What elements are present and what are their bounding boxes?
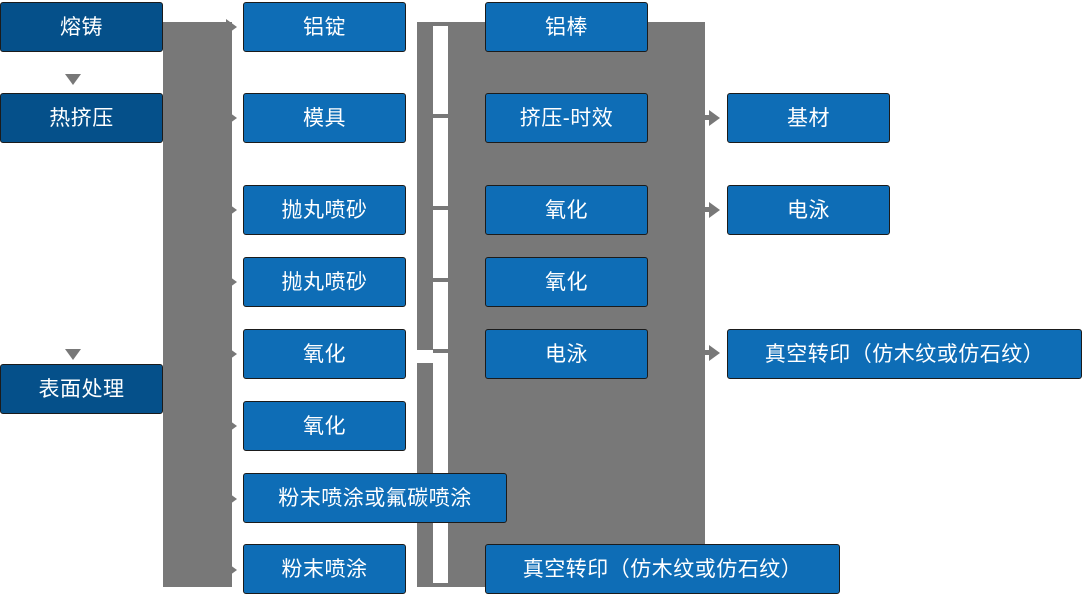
treatment-box-extrusion-aging[interactable]: 挤压-时效 (485, 93, 651, 146)
stage-box-melting[interactable]: 熔铸 (0, 2, 166, 55)
arrow-right-icon-op-6 (226, 418, 237, 434)
stage-box-extrusion[interactable]: 热挤压 (0, 93, 166, 146)
output-box-electrophoresis[interactable]: 电泳 (727, 185, 893, 238)
arrow-right-icon-op-3 (226, 202, 237, 218)
connector-tick-4 (433, 278, 449, 282)
arrow-down-icon-stage2 (65, 74, 81, 85)
arrow-right-icon-op-7 (226, 491, 237, 507)
arrow-right-icon-op-1 (226, 19, 237, 35)
operation-box-oxidation-2[interactable]: 氧化 (243, 401, 409, 454)
stage-label: 表面处理 (38, 377, 125, 401)
operation-box-shot-blasting-1[interactable]: 抛丸喷砂 (243, 185, 409, 238)
operation-box-oxidation-1[interactable]: 氧化 (243, 329, 409, 382)
operation-box-shot-blasting-2[interactable]: 抛丸喷砂 (243, 257, 409, 310)
arrow-right-icon-op-8 (226, 562, 237, 578)
arrow-right-icon-out-1 (709, 110, 720, 126)
connector-tick-6 (433, 583, 449, 587)
output-label: 真空转印（仿木纹或仿石纹） (764, 342, 1045, 366)
operation-label: 铝锭 (303, 15, 346, 39)
output-label: 基材 (787, 106, 830, 130)
treatment-label: 氧化 (545, 198, 588, 222)
treatment-box-electrophoresis[interactable]: 电泳 (485, 329, 651, 382)
connector-tick-5 (433, 349, 449, 353)
treatment-label: 挤压-时效 (519, 106, 614, 130)
operation-label: 粉末喷涂 (281, 557, 368, 581)
stage-label: 热挤压 (49, 106, 114, 130)
treatment-label: 真空转印（仿木纹或仿石纹） (522, 557, 803, 581)
connector-tick-1 (433, 22, 449, 26)
output-box-substrate[interactable]: 基材 (727, 93, 893, 146)
treatment-label: 铝棒 (545, 15, 588, 39)
connector-tick-3 (433, 206, 449, 210)
arrow-right-icon-op-5 (226, 346, 237, 362)
connector-stem-stage1-stage2 (163, 22, 183, 84)
arrow-right-icon-out-2 (709, 202, 720, 218)
connector-rail-middle-left-top (417, 22, 433, 350)
arrow-right-icon-op-4 (226, 274, 237, 290)
treatment-label: 电泳 (545, 342, 588, 366)
output-label: 电泳 (787, 198, 830, 222)
arrow-right-icon-out-3 (709, 345, 720, 361)
operation-box-mold[interactable]: 模具 (243, 93, 409, 146)
connector-left-edge (163, 356, 183, 587)
treatment-label: 氧化 (545, 270, 588, 294)
output-box-vacuum-transfer[interactable]: 真空转印（仿木纹或仿石纹） (727, 329, 1084, 382)
arrow-down-icon-stage3 (65, 349, 81, 360)
operation-label: 氧化 (303, 414, 346, 438)
operation-label: 粉末喷涂或氟碳喷涂 (278, 486, 472, 510)
stage-label: 熔铸 (60, 15, 103, 39)
operation-label: 抛丸喷砂 (281, 270, 368, 294)
treatment-box-aluminum-bar[interactable]: 铝棒 (485, 2, 651, 55)
arrow-right-icon-op-2 (226, 110, 237, 126)
operation-label: 模具 (303, 106, 346, 130)
operation-box-powder-coating[interactable]: 粉末喷涂 (243, 544, 409, 596)
treatment-box-oxidation-2[interactable]: 氧化 (485, 257, 651, 310)
stage-box-surface-treatment[interactable]: 表面处理 (0, 364, 166, 417)
treatment-box-vacuum-transfer[interactable]: 真空转印（仿木纹或仿石纹） (485, 544, 843, 596)
operation-box-powder-or-fluorocarbon-coating[interactable]: 粉末喷涂或氟碳喷涂 (243, 473, 510, 526)
operation-label: 氧化 (303, 342, 346, 366)
connector-stub-stage3 (163, 388, 187, 393)
operation-box-aluminum-ingot[interactable]: 铝锭 (243, 2, 409, 55)
operation-label: 抛丸喷砂 (281, 198, 368, 222)
treatment-box-oxidation-1[interactable]: 氧化 (485, 185, 651, 238)
connector-tick-2 (433, 114, 449, 118)
